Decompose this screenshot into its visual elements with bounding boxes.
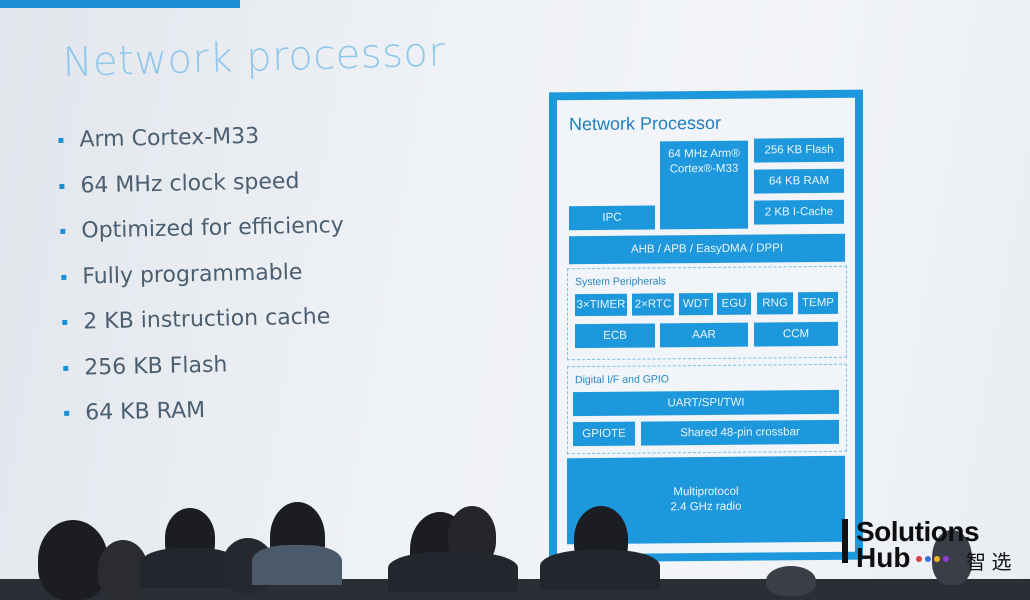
audience-head	[38, 520, 108, 600]
ram-block: 64 KB RAM	[754, 168, 844, 194]
watermark-dot	[925, 556, 931, 562]
bullet-list: Arm Cortex-M33 64 MHz clock speed Optimi…	[58, 112, 348, 436]
solutions-hub-watermark: Solutions Hub 智 选	[840, 516, 1030, 579]
ecb-block: ECB	[575, 323, 655, 349]
uart-spi-twi-block: UART/SPI/TWI	[573, 389, 839, 417]
bullet-text: Arm Cortex-M33	[79, 124, 260, 153]
bullet-text: 64 KB RAM	[84, 398, 206, 426]
egu-block: EGU	[717, 292, 751, 315]
system-peripherals-label: System Peripherals	[575, 275, 667, 289]
bullet-text: 256 KB Flash	[83, 352, 228, 381]
watermark-chinese: 智 选	[966, 552, 1012, 574]
temp-block: TEMP	[798, 291, 838, 315]
bullet-item: 64 MHz clock speed	[59, 158, 343, 209]
wdt-block: WDT	[679, 292, 713, 316]
bullet-item: Arm Cortex-M33	[58, 112, 342, 163]
diagram-title: Network Processor	[569, 112, 722, 135]
slide-title: Network processor	[62, 29, 446, 86]
watermark-dot	[916, 556, 922, 562]
bullet-item: 2 KB instruction cache	[62, 294, 346, 345]
bullet-marker	[59, 183, 65, 189]
bullet-item: 256 KB Flash	[63, 340, 347, 391]
bullet-marker	[60, 229, 66, 235]
diagram-panel: Network Processor 64 MHz Arm® Cortex®-M3…	[557, 97, 855, 555]
ccm-block: CCM	[754, 321, 838, 347]
bullet-marker	[58, 138, 64, 144]
watermark-dot	[934, 556, 940, 562]
slide-accent-bar	[0, 0, 240, 8]
bullet-text: Fully programmable	[82, 259, 303, 290]
watermark-dot	[943, 556, 949, 562]
rtc-block: 2×RTC	[632, 293, 674, 316]
bullet-marker	[61, 274, 67, 280]
ipc-block: IPC	[569, 205, 655, 231]
watermark-dots	[916, 556, 949, 562]
projected-slide: Network processor Arm Cortex-M33 64 MHz …	[0, 0, 1030, 579]
watermark-line1: Solutions	[856, 516, 980, 547]
watermark-line2: Hub	[856, 542, 911, 573]
gpiote-block: GPIOTE	[573, 421, 635, 447]
bullet-item: Fully programmable	[61, 249, 345, 300]
audience-shoulder	[540, 550, 660, 590]
aar-block: AAR	[660, 322, 748, 348]
bullet-marker	[64, 411, 70, 417]
rng-block: RNG	[757, 292, 793, 315]
watermark-bar	[842, 519, 848, 563]
bullet-item: Optimized for efficiency	[60, 203, 344, 254]
bullet-marker	[62, 320, 68, 326]
bullet-text: 64 MHz clock speed	[80, 168, 300, 199]
bullet-marker	[63, 365, 69, 371]
crossbar-block: Shared 48-pin crossbar	[641, 419, 839, 446]
network-processor-diagram: Network Processor 64 MHz Arm® Cortex®-M3…	[549, 89, 863, 563]
icache-block: 2 KB I-Cache	[754, 199, 844, 225]
timer-block: 3×TIMER	[575, 293, 627, 317]
bullet-text: 2 KB instruction cache	[83, 304, 331, 335]
bus-block: AHB / APB / EasyDMA / DPPI	[569, 233, 845, 265]
bullet-text: Optimized for efficiency	[81, 213, 345, 244]
audience-head	[766, 566, 816, 596]
bullet-item: 64 KB RAM	[64, 385, 348, 436]
flash-block: 256 KB Flash	[754, 137, 844, 163]
audience-shoulder	[388, 552, 518, 592]
digital-if-label: Digital I/F and GPIO	[575, 373, 669, 387]
cpu-block: 64 MHz Arm® Cortex®-M33	[660, 140, 748, 230]
audience-shoulder	[252, 545, 342, 585]
